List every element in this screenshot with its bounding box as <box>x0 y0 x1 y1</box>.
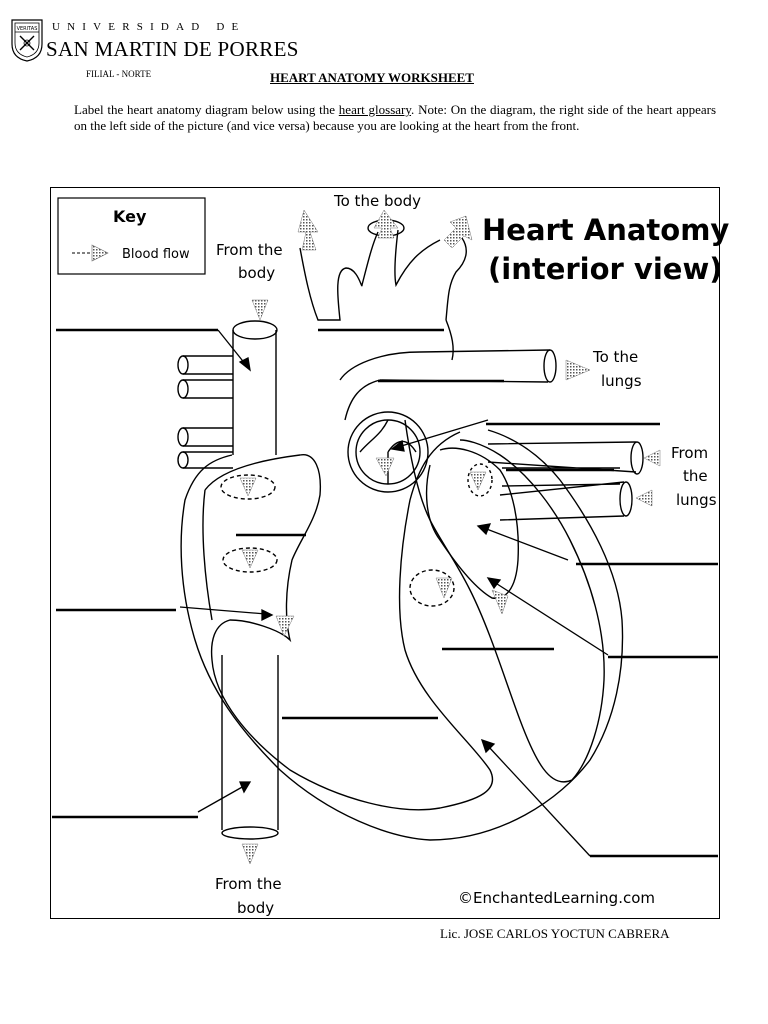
instructions-paragraph: Label the heart anatomy diagram below us… <box>74 102 716 134</box>
label-from-the-body-top-1: From the <box>216 241 283 259</box>
heart-outline <box>177 219 644 841</box>
label-from-the-body-bottom-2: body <box>237 899 274 917</box>
key-box <box>57 197 206 275</box>
label-from-the-lungs-1: From <box>671 444 708 462</box>
label-from-the-lungs-2: the <box>683 467 708 485</box>
diagram-copyright: ©EnchantedLearning.com <box>458 889 655 907</box>
key-item-label: Blood flow <box>122 247 190 262</box>
university-name-line2: SAN MARTIN DE PORRES <box>46 37 299 61</box>
label-from-the-body-bottom-1: From the <box>215 875 282 893</box>
key-flow-arrow-icon <box>72 244 109 262</box>
author-credit: Lic. JOSE CARLOS YOCTUN CABRERA <box>440 926 670 941</box>
label-from-the-lungs-3: lungs <box>676 491 717 509</box>
campus-name: FILIAL - NORTE <box>86 69 152 79</box>
instructions-text-end: . Note: On the diagram, the right side o… <box>74 102 717 133</box>
answer-blank-lines <box>52 328 718 858</box>
diagram-title-line2: (interior view) <box>488 252 723 286</box>
heart-glossary-link[interactable]: heart glossary <box>338 102 412 117</box>
university-seal-logo: VERITAS <box>10 18 44 62</box>
pointer-arrows <box>179 329 609 857</box>
logo-text: VERITAS <box>17 26 38 32</box>
blood-flow-arrow-icons <box>239 209 661 865</box>
label-to-the-lungs-2: lungs <box>601 372 642 390</box>
label-to-the-body: To the body <box>333 192 421 210</box>
diagram-frame <box>50 187 720 919</box>
instructions-text-start: Label the heart anatomy diagram below us… <box>74 102 339 117</box>
worksheet-title: HEART ANATOMY WORKSHEET <box>270 70 474 85</box>
diagram-title-line1: Heart Anatomy <box>482 213 729 247</box>
university-name-line1: UNIVERSIDAD DE <box>52 21 246 33</box>
key-title: Key <box>113 207 147 226</box>
label-to-the-lungs-1: To the <box>592 348 638 366</box>
label-from-the-body-top-2: body <box>238 264 275 282</box>
